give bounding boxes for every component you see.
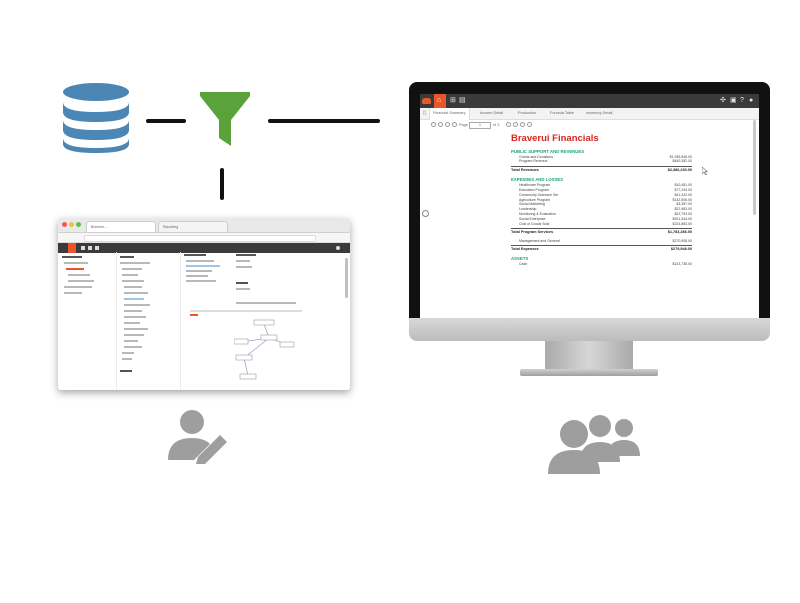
export-icon[interactable] bbox=[513, 122, 518, 127]
properties-pane bbox=[190, 252, 346, 390]
home-icon: ⌂ bbox=[437, 97, 442, 104]
print-icon[interactable]: ▣ bbox=[730, 97, 737, 104]
print-icon[interactable] bbox=[520, 122, 525, 127]
cursor-icon bbox=[702, 167, 708, 175]
tab-formula-table[interactable]: Formula Table bbox=[550, 111, 574, 115]
tab-production[interactable]: Production bbox=[518, 111, 537, 115]
designer-scrollbar[interactable] bbox=[345, 258, 348, 298]
next-page-button[interactable] bbox=[445, 122, 450, 127]
zoom-icon[interactable] bbox=[506, 122, 511, 127]
side-nav-button[interactable] bbox=[422, 210, 429, 217]
brand-logo-icon bbox=[422, 98, 431, 104]
maximize-dot[interactable] bbox=[76, 222, 81, 227]
browser-tab-2[interactable]: Reporting bbox=[158, 221, 228, 232]
data-source-tree bbox=[58, 252, 117, 390]
browser-tabbar: Braverui... Reporting bbox=[58, 218, 350, 233]
home-button[interactable] bbox=[434, 94, 446, 108]
report-designer-window: Braverui... Reporting bbox=[58, 218, 350, 390]
pager: Page 1 of 3 bbox=[420, 120, 759, 130]
users-group-icon bbox=[548, 415, 640, 474]
report-total: Total Revenues$2,386,230.00 bbox=[511, 165, 692, 172]
report-viewer-screen: ⌂ ⊞ ▤ ✣ ▣ ? ● ▯ Financial Summary Income… bbox=[420, 94, 759, 321]
toolbar-icon[interactable] bbox=[81, 246, 85, 250]
tab-financial-summary[interactable]: Financial Summary bbox=[429, 108, 470, 120]
report-row: Agriculture Program$142,506.00 bbox=[519, 197, 692, 202]
categories-pane bbox=[180, 252, 234, 390]
user-icon[interactable] bbox=[336, 246, 340, 250]
connector-db-filter bbox=[146, 119, 186, 123]
designer-toolbar bbox=[58, 243, 350, 253]
tab-inventory-detail[interactable]: Inventory Detail bbox=[586, 111, 613, 115]
page-input[interactable]: 1 bbox=[469, 122, 491, 129]
monitor-chin bbox=[409, 318, 770, 341]
section-heading: ASSETS bbox=[511, 256, 529, 262]
financial-report: Braverui Financials PUBLIC SUPPORT AND R… bbox=[511, 133, 692, 267]
user-icon[interactable]: ● bbox=[749, 97, 754, 104]
viewer-scrollbar[interactable] bbox=[753, 120, 756, 215]
toolbar-icon[interactable] bbox=[95, 246, 99, 250]
home-button[interactable] bbox=[68, 243, 76, 253]
connector-filter-designer bbox=[220, 168, 224, 200]
report-row: Program Revenue$450,382.00 bbox=[519, 159, 692, 164]
report-icon[interactable]: ▤ bbox=[459, 97, 466, 104]
close-dot[interactable] bbox=[62, 222, 67, 227]
relationship-diagram bbox=[234, 319, 295, 380]
report-row: Management and General$270,908.00 bbox=[519, 238, 692, 243]
page-label: Page bbox=[459, 123, 468, 127]
report-row: Education Program$77,234.00 bbox=[519, 187, 692, 192]
url-field[interactable] bbox=[84, 235, 316, 242]
monitor-base bbox=[520, 369, 658, 376]
share-icon[interactable]: ✣ bbox=[720, 97, 726, 104]
monitor-bezel: ⌂ ⊞ ▤ ✣ ▣ ? ● ▯ Financial Summary Income… bbox=[409, 82, 770, 327]
report-row: Healthcare Program$10,481.00 bbox=[519, 182, 692, 187]
report-total: Total Expenses$279,948.00 bbox=[511, 245, 692, 252]
user-edit-icon bbox=[168, 410, 227, 464]
report-row: Grants and Donations$1,935,848.00 bbox=[519, 154, 692, 159]
last-page-button[interactable] bbox=[452, 122, 457, 127]
report-row: Social Marketing$3,387.00 bbox=[519, 202, 692, 207]
doc-icon: ▯ bbox=[423, 110, 426, 116]
address-bar bbox=[58, 233, 350, 243]
first-page-button[interactable] bbox=[431, 122, 436, 127]
section-heading: PUBLIC SUPPORT AND REVENUES bbox=[511, 148, 585, 154]
report-row: Cost of Goods Sold$224,883.00 bbox=[519, 222, 692, 227]
prev-page-button[interactable] bbox=[438, 122, 443, 127]
section-heading: EXPENSES AND LOSSES bbox=[511, 176, 564, 182]
funnel-icon bbox=[200, 92, 250, 146]
toolbar-icon[interactable] bbox=[88, 246, 92, 250]
report-row: Monitoring & Evaluation$22,793.00 bbox=[519, 212, 692, 217]
tab-income-detail[interactable]: Income Detail bbox=[480, 111, 504, 115]
help-icon[interactable]: ? bbox=[740, 97, 744, 104]
connector-filter-viewer bbox=[268, 119, 380, 123]
database-icon bbox=[63, 83, 129, 153]
browser-tab-1[interactable]: Braverui... bbox=[86, 221, 156, 232]
viewer-toolbar: ⌂ ⊞ ▤ ✣ ▣ ? ● bbox=[420, 94, 759, 108]
field-list bbox=[116, 252, 181, 390]
report-row: Cash$143,738.00 bbox=[519, 262, 692, 267]
page-count: of 3 bbox=[493, 123, 500, 127]
minimize-dot[interactable] bbox=[69, 222, 74, 227]
report-row: Leadership$22,983.00 bbox=[519, 207, 692, 212]
hierarchy-icon[interactable]: ⊞ bbox=[450, 97, 456, 104]
report-row: Community Outreach Ser$41,322.00 bbox=[519, 192, 692, 197]
report-tabs: ▯ Financial Summary Income Detail Produc… bbox=[420, 108, 759, 120]
report-total: Total Program Services$1,783,286.00 bbox=[511, 228, 692, 235]
monitor-stand bbox=[545, 341, 633, 371]
download-icon[interactable] bbox=[527, 122, 532, 127]
report-title: Braverui Financials bbox=[511, 133, 599, 144]
report-row: Social Enterprise$201,344.00 bbox=[519, 217, 692, 222]
